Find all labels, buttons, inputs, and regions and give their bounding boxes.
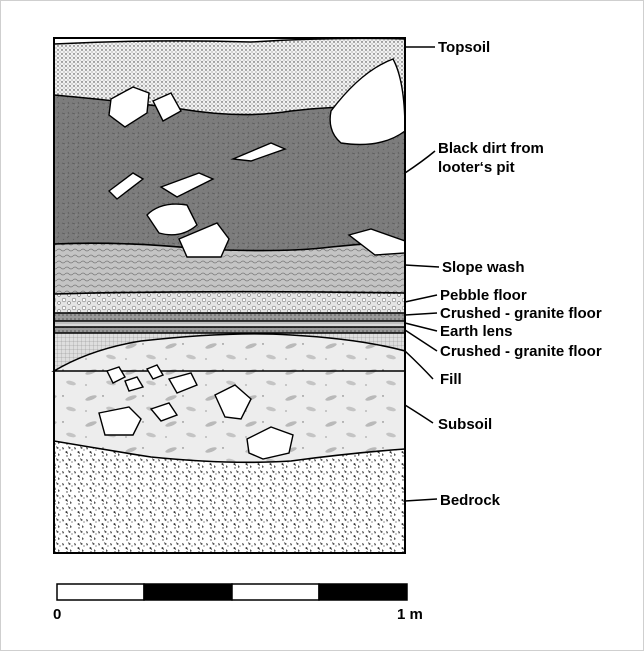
label-pebble-floor: Pebble floor	[440, 287, 527, 304]
label-crushed-granite-floor-upper: Crushed - granite floor	[440, 305, 602, 322]
label-black-dirt-line1: Black dirt from	[438, 140, 544, 157]
layer-labels: Topsoil Black dirt from looter‘s pit Slo…	[438, 39, 602, 509]
layer-crushed-granite-floor-lower	[54, 327, 405, 333]
scale-segment-2	[144, 584, 232, 600]
scale-start-label: 0	[53, 606, 61, 623]
label-subsoil: Subsoil	[438, 416, 492, 433]
label-fill: Fill	[440, 371, 462, 388]
scale-segment-1	[57, 584, 144, 600]
scale-end-label: 1 m	[397, 606, 423, 623]
profile-layers	[54, 38, 405, 553]
layer-earth-lens	[54, 321, 405, 327]
label-earth-lens: Earth lens	[440, 323, 513, 340]
label-bedrock: Bedrock	[440, 492, 501, 509]
label-slope-wash: Slope wash	[442, 259, 525, 276]
scale-segment-4	[319, 584, 407, 600]
scale-bar: 0 1 m	[53, 584, 423, 623]
layer-crushed-granite-floor-upper	[54, 313, 405, 321]
label-black-dirt-line2: looter‘s pit	[438, 159, 515, 176]
label-crushed-granite-floor-lower: Crushed - granite floor	[440, 343, 602, 360]
scale-segment-3	[232, 584, 319, 600]
layer-pebble-floor	[54, 292, 405, 313]
leader-lines	[405, 47, 439, 501]
label-topsoil: Topsoil	[438, 39, 490, 56]
